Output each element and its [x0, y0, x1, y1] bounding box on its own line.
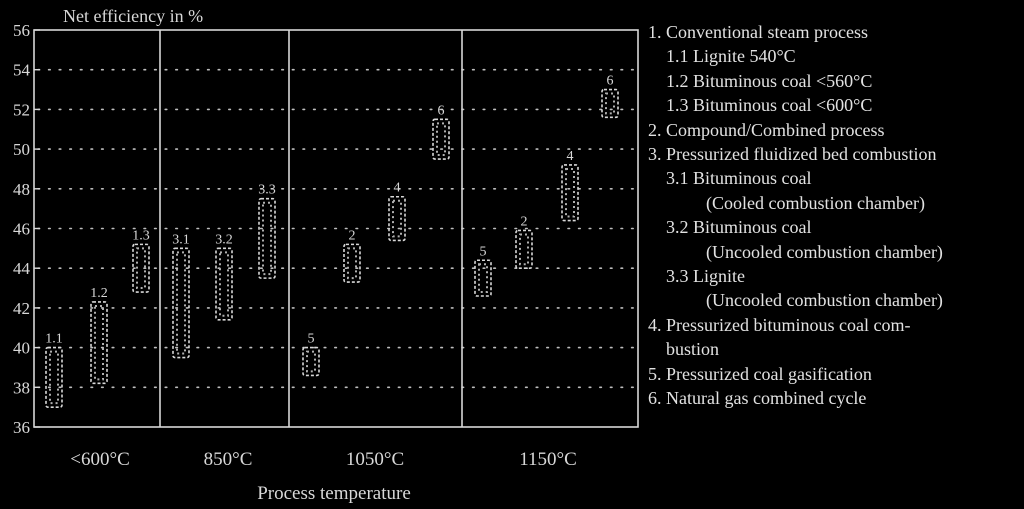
- legend-item: bustion: [666, 339, 720, 360]
- legend-item: 3.1 Bituminous coal: [666, 168, 812, 189]
- legend: 1. Conventional steam process 1.1 Lignite…: [648, 20, 1020, 411]
- range-bar: [561, 164, 579, 222]
- bar-label: 1.2: [90, 286, 108, 301]
- x-axis-label: Process temperature: [257, 483, 411, 504]
- range-bar: [45, 346, 63, 408]
- bar-label: 4: [394, 181, 401, 196]
- legend-item: 4. Pressurized bituminous coal com-: [648, 314, 911, 335]
- legend-item: 3.2 Bituminous coal: [666, 217, 812, 238]
- range-bar: [432, 118, 450, 160]
- y-tick-label: 36: [13, 418, 30, 437]
- y-tick-label: 56: [13, 21, 30, 40]
- y-tick-label: 54: [13, 61, 31, 80]
- legend-item: (Uncooled combustion chamber): [706, 241, 943, 262]
- range-bar-fill: [136, 247, 146, 290]
- legend-item: 1.3 Bituminous coal <600°C: [666, 95, 873, 116]
- range-bar: [388, 195, 406, 242]
- y-tick-label: 52: [13, 100, 30, 119]
- range-bar: [515, 229, 533, 270]
- bar-label: 2: [349, 228, 356, 243]
- range-bar-fill: [306, 350, 316, 373]
- legend-item: 6. Natural gas combined cycle: [648, 388, 867, 409]
- bar-label: 6: [607, 74, 614, 89]
- bar-label: 1.1: [45, 332, 63, 347]
- legend-item: 3. Pressurized fluidized bed combustion: [648, 144, 937, 165]
- range-bar-fill: [565, 167, 575, 218]
- legend-item: (Uncooled combustion chamber): [706, 290, 943, 311]
- group-label: <600°C: [70, 449, 130, 470]
- bar-label: 5: [480, 244, 487, 259]
- range-bar: [215, 247, 233, 321]
- bar-label: 2: [521, 214, 528, 229]
- bar-label: 6: [438, 103, 445, 118]
- y-tick-label: 48: [13, 180, 30, 199]
- range-bar: [172, 247, 190, 359]
- range-bar: [302, 346, 320, 377]
- bar-label: 3.2: [215, 232, 233, 247]
- range-bar-fill: [347, 247, 357, 280]
- range-bar-fill: [605, 92, 615, 115]
- y-tick-label: 50: [13, 140, 30, 159]
- legend-item: 3.3 Lignite: [666, 266, 745, 287]
- y-tick-label: 40: [13, 339, 30, 358]
- range-bar: [132, 243, 150, 293]
- range-bar: [258, 197, 276, 279]
- range-bar-fill: [519, 233, 529, 266]
- range-bar-fill: [478, 263, 488, 293]
- range-bar-fill: [219, 251, 229, 317]
- range-bar-fill: [94, 304, 104, 381]
- bar-label: 3.1: [172, 232, 190, 247]
- range-bar-fill: [176, 251, 186, 355]
- y-axis-label: Net efficiency in %: [63, 6, 203, 26]
- y-tick-label: 42: [13, 299, 30, 318]
- y-tick-label: 44: [13, 259, 31, 278]
- y-tick-label: 38: [13, 378, 30, 397]
- range-bar-fill: [49, 350, 59, 405]
- range-bar: [343, 243, 361, 283]
- range-bar-fill: [436, 122, 446, 157]
- range-bar: [601, 88, 619, 119]
- bar-label: 3.3: [258, 183, 276, 198]
- range-bar-fill: [262, 201, 272, 276]
- legend-item: 1.2 Bituminous coal <560°C: [666, 70, 873, 91]
- bar-label: 5: [308, 332, 315, 347]
- bar-label: 4: [567, 149, 574, 164]
- group-label: 850°C: [204, 449, 253, 470]
- group-label: 1150°C: [519, 449, 577, 470]
- y-tick-label: 46: [13, 220, 30, 239]
- legend-item: 1. Conventional steam process: [648, 22, 868, 42]
- range-bar: [474, 259, 492, 297]
- legend-item: 2. Compound/Combined process: [648, 119, 885, 140]
- range-bar: [90, 301, 108, 385]
- group-label: 1050°C: [346, 449, 404, 470]
- legend-item: 5. Pressurized coal gasification: [648, 363, 872, 384]
- legend-item: (Cooled combustion chamber): [706, 192, 925, 213]
- bar-label: 1.3: [132, 228, 150, 243]
- range-bar-fill: [392, 199, 402, 238]
- legend-item: 1.1 Lignite 540°C: [666, 46, 796, 67]
